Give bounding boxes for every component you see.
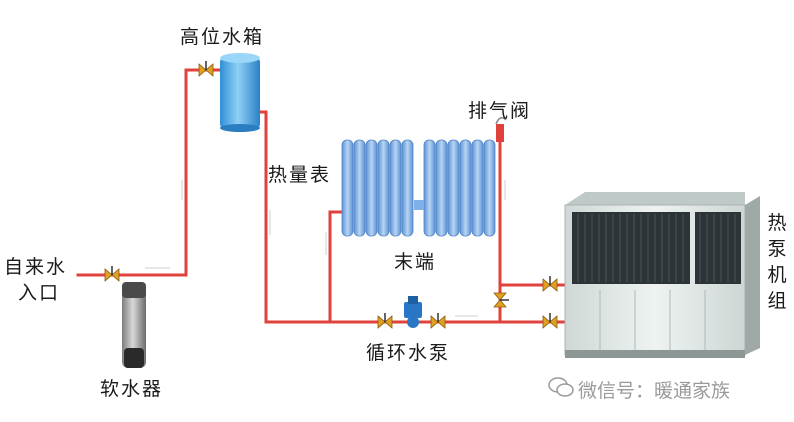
- radiator-fin: [459, 139, 472, 237]
- radiator-fin: [377, 139, 390, 237]
- elevated-tank-label: 高位水箱: [180, 26, 265, 48]
- wechat-logo-icon: [548, 377, 574, 397]
- gate-valve-icon: [542, 313, 558, 329]
- air-vent-icon: [495, 117, 507, 142]
- air-valve-label: 排气阀: [468, 100, 532, 122]
- radiator-fin: [353, 139, 366, 237]
- radiator-fin: [423, 139, 436, 237]
- pump-icon: [404, 296, 422, 328]
- flow-arrows: [145, 180, 506, 317]
- gate-valve-icon: [493, 292, 509, 308]
- gate-valve-icon: [104, 266, 120, 282]
- radiator-fin: [435, 139, 448, 237]
- radiator-fin: [401, 139, 414, 237]
- gate-valve-icon: [377, 313, 393, 329]
- circulating-pump-label: 循环水泵: [366, 342, 451, 364]
- heat-meter-branch: [328, 210, 344, 324]
- radiator-fin: [389, 139, 402, 237]
- water-inlet-label-line1: 自来水: [4, 256, 68, 278]
- gate-valve-icon: [198, 61, 214, 77]
- radiator-fin: [471, 139, 484, 237]
- gate-valve-icon: [430, 313, 446, 329]
- water-tank-icon: [220, 53, 260, 132]
- gate-valve-icon: [542, 276, 558, 292]
- radiator-icon: [341, 139, 496, 237]
- valves: [104, 61, 558, 329]
- terminal-label: 末端: [394, 251, 437, 273]
- water-inlet-label-line2: 入口: [18, 282, 61, 304]
- heat-pump-unit-icon: [564, 192, 760, 358]
- radiator-fin: [483, 139, 496, 237]
- softener-cylinder-icon: [122, 282, 146, 368]
- softener-label: 软水器: [100, 378, 164, 400]
- heat-meter-label: 热量表: [268, 164, 332, 186]
- radiator-fin: [447, 139, 460, 237]
- radiator-fin: [341, 139, 354, 237]
- inlet-pipe: [76, 68, 224, 277]
- watermark-text: 微信号：暖通家族: [578, 380, 731, 402]
- heat-pump-unit-label: 热泵机组: [767, 212, 787, 312]
- radiator-fin: [365, 139, 378, 237]
